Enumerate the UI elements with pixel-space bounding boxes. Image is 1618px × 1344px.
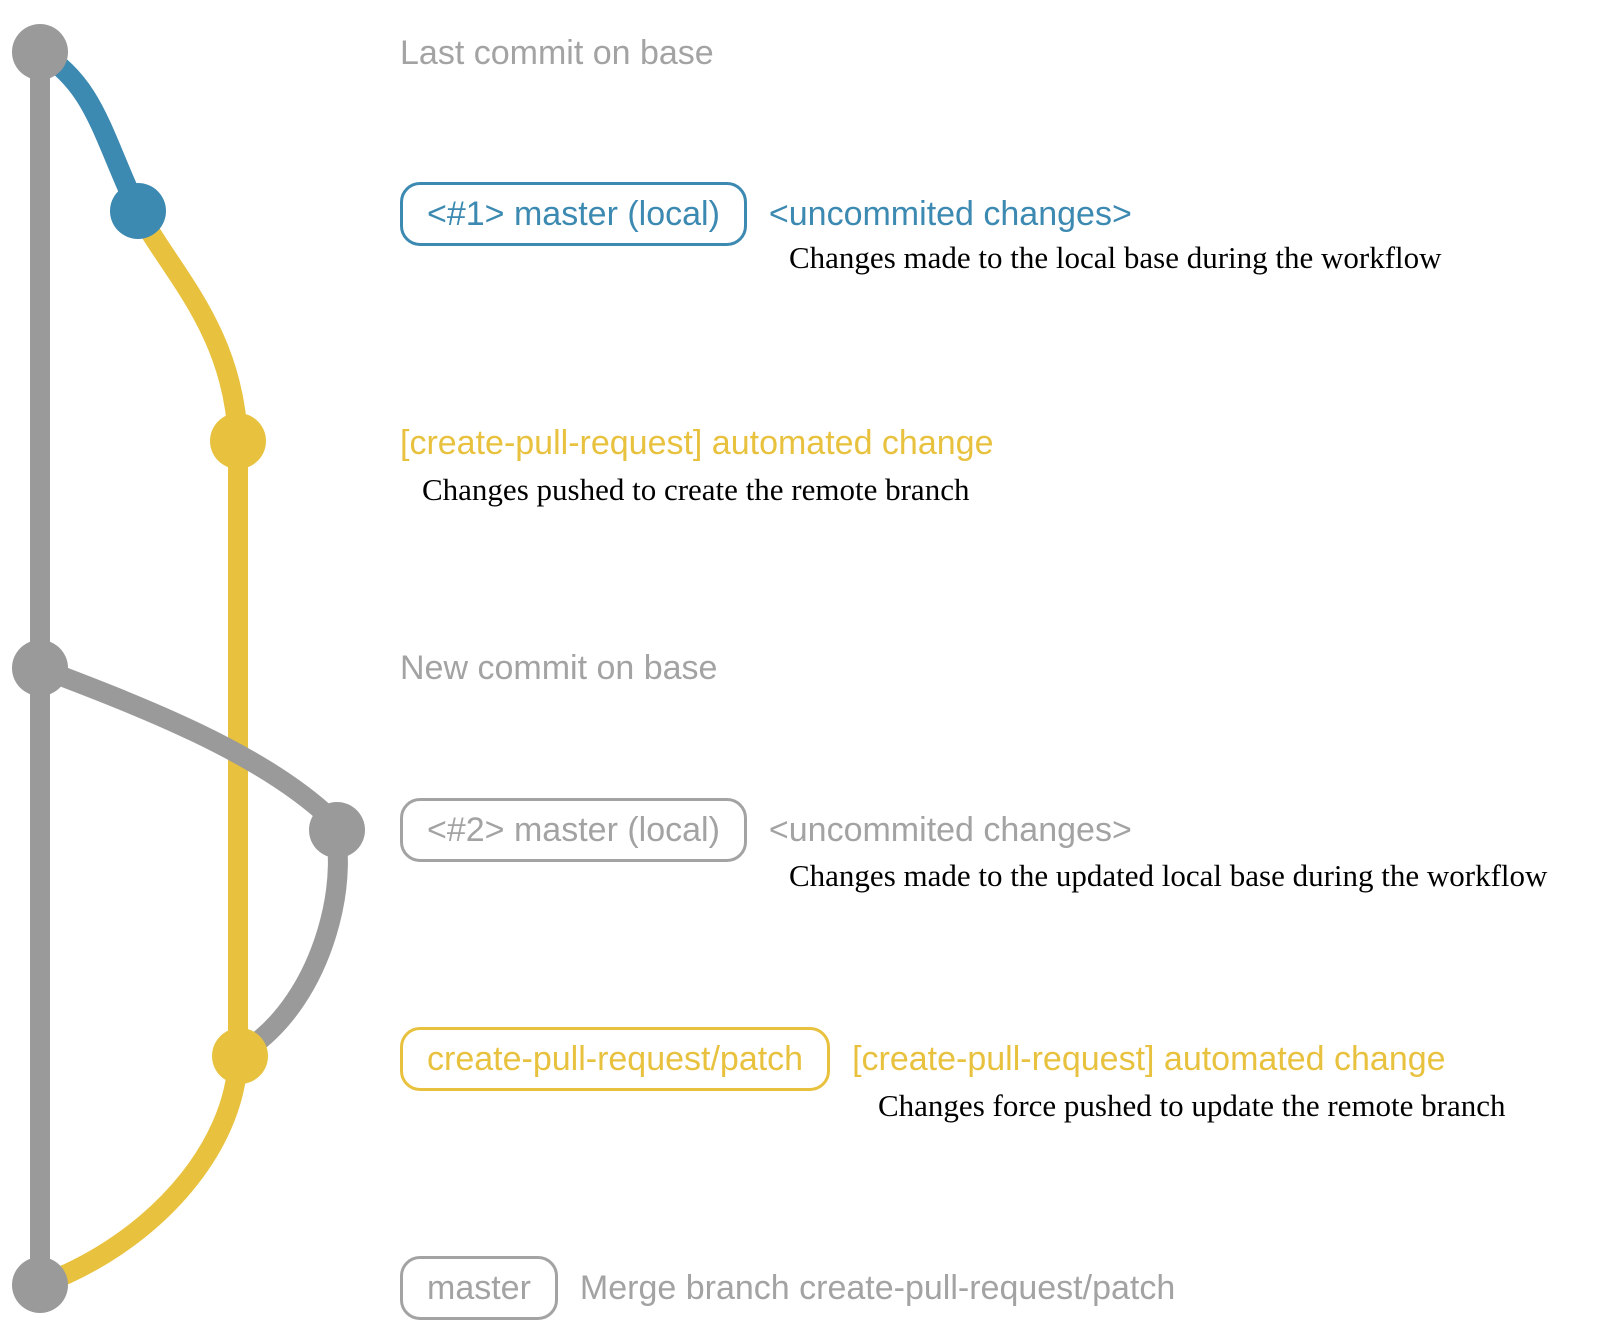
local-changes-curve-2 (36, 658, 348, 1063)
description-local-1: Changes made to the local base during th… (789, 240, 1442, 275)
commit-message-patch-1: [create-pull-request] automated change (400, 424, 994, 462)
description-patch-1: Changes pushed to create the remote bran… (422, 472, 970, 507)
commit-node-patch-1 (210, 413, 266, 469)
commit-row-patch-2: create-pull-request/patch [create-pull-r… (400, 1027, 1446, 1091)
commit-message-merge: Merge branch create-pull-request/patch (579, 1269, 1176, 1307)
branch-badge-master-local-1: <#1> master (local) (400, 182, 747, 246)
commit-message-local-2: <uncommited changes> (768, 811, 1132, 849)
commit-row-local-1: <#1> master (local) <uncommited changes> (400, 182, 1132, 246)
commit-row-patch-1: [create-pull-request] automated change (400, 422, 993, 464)
commit-title-last-base: Last commit on base (400, 34, 714, 72)
commit-title-new-base: New commit on base (400, 649, 718, 687)
commit-node-local-2 (309, 802, 365, 858)
commit-node-local-1 (110, 183, 166, 239)
commit-message-patch-2: [create-pull-request] automated change (852, 1040, 1446, 1078)
commit-node-new-base (12, 640, 68, 696)
branch-badge-master-local-2: <#2> master (local) (400, 798, 747, 862)
commit-message-local-1: <uncommited changes> (768, 195, 1132, 233)
branch-badge-patch: create-pull-request/patch (400, 1027, 831, 1091)
description-patch-2: Changes force pushed to update the remot… (878, 1088, 1506, 1123)
description-local-2: Changes made to the updated local base d… (789, 858, 1548, 893)
commit-row-local-2: <#2> master (local) <uncommited changes> (400, 798, 1132, 862)
commit-row-merge: master Merge branch create-pull-request/… (400, 1256, 1175, 1320)
commit-node-merge (12, 1257, 68, 1313)
local-changes-curve-1 (34, 43, 148, 216)
branch-badge-master: master (400, 1256, 558, 1320)
commit-node-last-base (12, 24, 68, 80)
commit-node-patch-2 (212, 1028, 268, 1084)
git-graph-svg (12, 24, 365, 1313)
